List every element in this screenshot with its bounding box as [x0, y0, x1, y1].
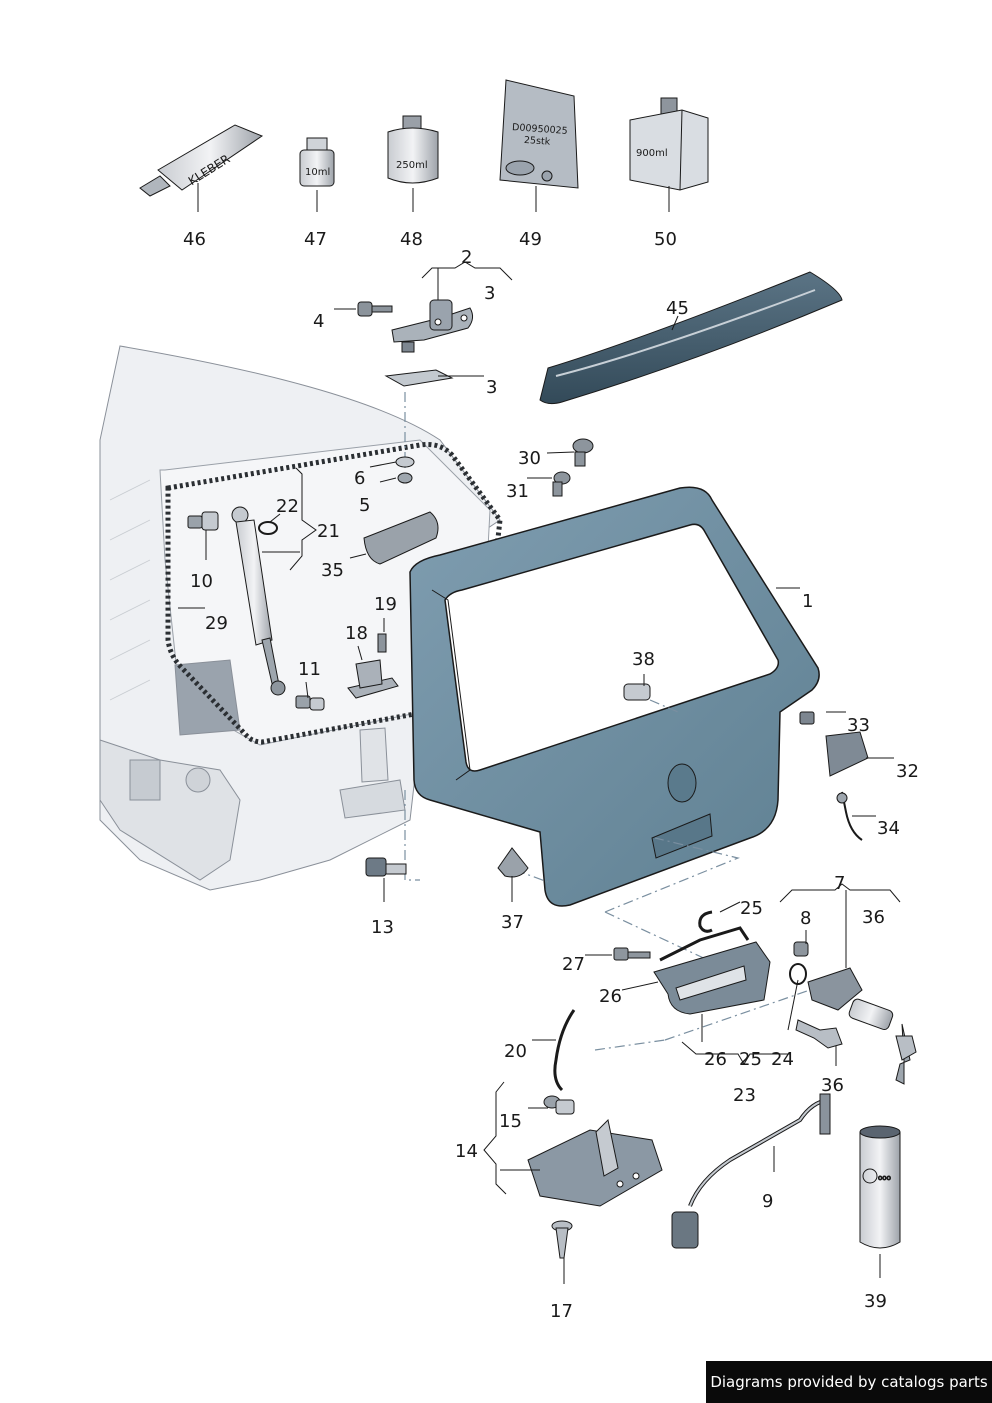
tailgate	[409, 486, 820, 907]
bottle-label: 10ml	[305, 167, 330, 178]
label-26-handle: 26	[599, 986, 622, 1007]
assembly-lines	[404, 392, 811, 1051]
spray-can-39: ooo	[859, 1125, 901, 1249]
spoiler-45	[539, 271, 843, 405]
label-27: 27	[562, 954, 585, 975]
buffer-35	[363, 511, 439, 565]
label-11: 11	[298, 659, 321, 680]
label-15: 15	[499, 1111, 522, 1132]
label-1: 1	[802, 591, 814, 612]
label-25-bottom: 25	[739, 1049, 762, 1070]
gas-strut	[231, 506, 286, 696]
label-29: 29	[205, 613, 228, 634]
label-13: 13	[371, 917, 394, 938]
screw-27	[613, 947, 651, 961]
label-19: 19	[374, 594, 397, 615]
switch-13	[365, 857, 407, 877]
screw-17	[551, 1220, 573, 1259]
medium-can: 250ml	[387, 115, 439, 184]
label-49: 49	[519, 229, 542, 250]
keys	[795, 1019, 917, 1085]
bag-line1: D00950025	[512, 122, 568, 137]
nut-washer	[395, 456, 415, 484]
label-48: 48	[400, 229, 423, 250]
label-22: 22	[276, 496, 299, 517]
label-3-top: 3	[484, 283, 496, 304]
box-label: 900ml	[636, 148, 668, 159]
label-31: 31	[506, 481, 529, 502]
stud-38	[623, 683, 651, 701]
lock-cylinder	[789, 941, 894, 1031]
rod-20	[553, 1009, 576, 1092]
body-hatching	[109, 479, 151, 701]
ball-studs	[187, 511, 325, 711]
latch-14	[527, 1118, 663, 1207]
clip-22	[258, 521, 278, 535]
handle-26	[653, 926, 771, 1015]
label-14: 14	[455, 1141, 478, 1162]
label-7: 7	[834, 873, 846, 894]
hinge	[384, 299, 474, 387]
bolts-30-31	[552, 438, 594, 497]
leader-lines	[178, 183, 901, 1284]
label-32: 32	[896, 761, 919, 782]
bag-line2: 25stk	[524, 135, 551, 148]
small-bottle: 10ml	[299, 137, 335, 187]
seal-29	[165, 442, 503, 745]
label-34: 34	[877, 818, 900, 839]
label-39: 39	[864, 1291, 887, 1312]
label-35: 35	[321, 560, 344, 581]
label-25-clip: 25	[740, 898, 763, 919]
label-5: 5	[359, 495, 371, 516]
large-box: 900ml	[629, 97, 709, 191]
diagram-credit-banner: Diagrams provided by catalogs parts	[706, 1361, 992, 1403]
label-33: 33	[847, 715, 870, 736]
label-17: 17	[550, 1301, 573, 1322]
label-50: 50	[654, 229, 677, 250]
bracket-18	[347, 633, 399, 699]
label-38: 38	[632, 649, 655, 670]
label-9: 9	[762, 1191, 774, 1212]
bolt-4	[357, 301, 393, 317]
label-23: 23	[733, 1085, 756, 1106]
buffer-37	[497, 847, 529, 878]
svg-text:ooo: ooo	[878, 1174, 891, 1182]
can-label: 250ml	[396, 160, 428, 171]
adhesive-tube: KLEBER	[139, 124, 264, 197]
label-26-bottom: 26	[704, 1049, 727, 1070]
label-8: 8	[800, 908, 812, 929]
label-46: 46	[183, 229, 206, 250]
label-30: 30	[518, 448, 541, 469]
label-10: 10	[190, 571, 213, 592]
label-18: 18	[345, 623, 368, 644]
label-2: 2	[461, 247, 473, 268]
clip-25	[698, 910, 713, 933]
parts-bag: D00950025 25stk	[499, 79, 579, 189]
cable-9	[671, 1093, 831, 1249]
label-24: 24	[771, 1049, 794, 1070]
label-6: 6	[354, 468, 366, 489]
label-21: 21	[317, 521, 340, 542]
label-37: 37	[501, 912, 524, 933]
label-45: 45	[666, 298, 689, 319]
label-4: 4	[313, 311, 325, 332]
pin-15	[543, 1095, 575, 1115]
label-36-top: 36	[862, 907, 885, 928]
label-20: 20	[504, 1041, 527, 1062]
label-47: 47	[304, 229, 327, 250]
label-3-plate: 3	[486, 377, 498, 398]
label-36-key: 36	[821, 1075, 844, 1096]
